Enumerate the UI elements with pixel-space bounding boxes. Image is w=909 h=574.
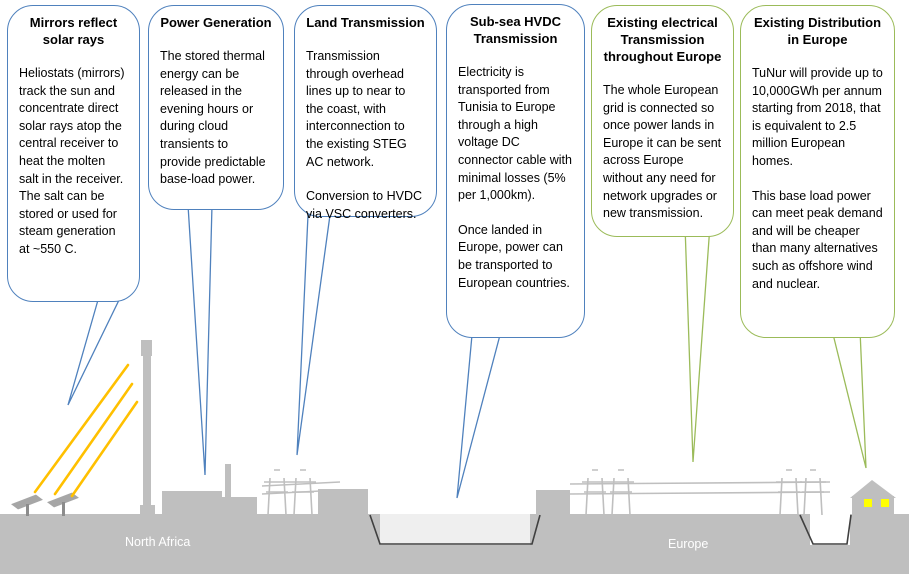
pylons-europe <box>569 469 831 516</box>
callout-title: Power Generation <box>160 15 272 30</box>
ground-europe-right <box>850 514 909 574</box>
tail-power-generation <box>187 204 213 476</box>
callout-existing-distribution: Existing Distribution in Europe TuNur wi… <box>740 5 895 338</box>
ground <box>0 514 909 574</box>
tail-existing-transmission <box>684 224 711 463</box>
label-north-africa: North Africa <box>125 535 191 549</box>
label-europe: Europe <box>668 537 709 551</box>
tail-existing-distribution <box>831 329 867 469</box>
callout-title: Existing Distribution in Europe <box>753 15 882 47</box>
callout-land-transmission: Land Transmission Transmission through o… <box>294 5 437 221</box>
callout-text: Conversion to HVDC via VSC converters. <box>306 189 423 221</box>
callout-text: Once landed in Europe, power can be tran… <box>458 222 570 290</box>
house <box>850 480 896 515</box>
callout-subsea-hvdc: Sub-sea HVDC Transmission Electricity is… <box>446 4 585 338</box>
callout-tails <box>67 204 867 499</box>
power-block <box>162 464 257 515</box>
callout-title: Existing electrical Transmission through… <box>603 15 722 64</box>
solar-tower <box>140 340 155 516</box>
sun-rays <box>33 363 139 498</box>
callout-text: Electricity is transported from Tunisia … <box>458 65 572 203</box>
ground-north-africa <box>0 514 380 574</box>
sea-floor-right <box>810 545 850 574</box>
callout-mirrors: Mirrors reflect solar rays Heliostats (m… <box>7 5 140 302</box>
callout-title: Sub-sea HVDC Transmission <box>469 14 562 46</box>
sea-floor <box>380 545 530 574</box>
tail-subsea <box>456 334 501 499</box>
callout-title: Land Transmission <box>306 15 425 30</box>
callout-text: TuNur will provide up to 10,000GWh per a… <box>752 66 883 168</box>
heliostats <box>8 491 82 516</box>
hvdc-cable <box>369 514 852 545</box>
callout-text: The whole European grid is connected so … <box>603 83 722 221</box>
tail-land-transmission <box>296 214 331 456</box>
callout-title: Mirrors reflect solar rays <box>29 15 118 47</box>
callout-text: This base load power can meet peak deman… <box>752 188 883 291</box>
callout-power-generation: Power Generation The stored thermal ener… <box>148 5 284 210</box>
ground-europe <box>530 514 810 574</box>
converter-station-africa <box>318 489 368 515</box>
tail-mirrors <box>67 297 122 406</box>
house-window-left <box>864 499 872 507</box>
callout-existing-transmission: Existing electrical Transmission through… <box>591 5 734 237</box>
house-window-right <box>881 499 889 507</box>
callout-text: Heliostats (mirrors) track the sun and c… <box>19 66 125 256</box>
sea-water <box>380 514 530 545</box>
callout-text: The stored thermal energy can be release… <box>160 49 266 187</box>
callout-text: Transmission through overhead lines up t… <box>306 49 407 169</box>
converter-station-europe <box>536 490 570 515</box>
